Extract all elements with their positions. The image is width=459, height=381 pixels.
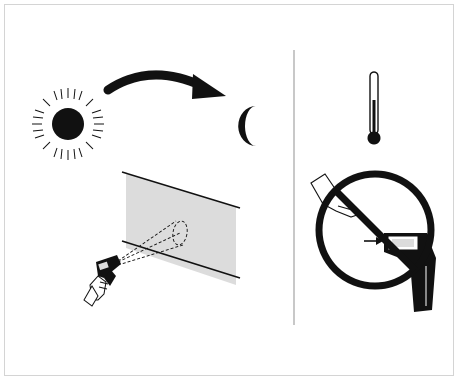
moon-icon (238, 106, 256, 146)
prohibition-icon (319, 174, 431, 286)
wall-surface (122, 172, 240, 285)
sun-icon (32, 88, 104, 160)
thermometer-icon (368, 72, 381, 145)
hand-icon (84, 276, 108, 306)
curved-arrow-icon (108, 74, 226, 99)
